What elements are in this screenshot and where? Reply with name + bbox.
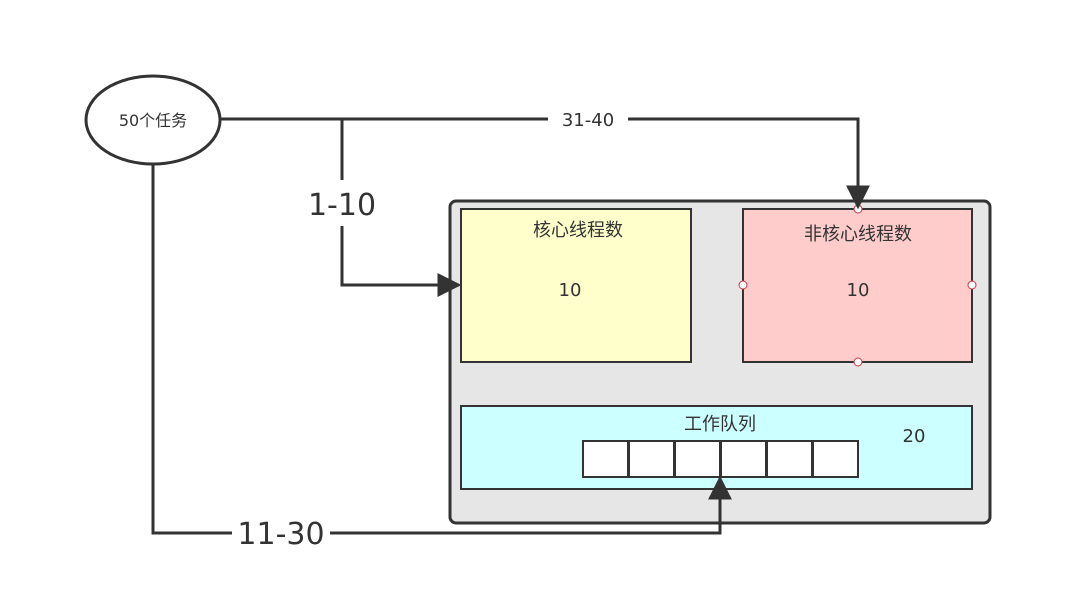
core-threads-title: 核心线程数 [533,220,623,241]
task-source-label: 50个任务 [119,111,187,130]
work-queue-title: 工作队列 [684,414,756,435]
queue-slot [766,440,813,478]
queue-slot [812,440,859,478]
noncore-threads-count: 10 [847,280,870,301]
core-threads-count: 10 [559,280,582,301]
queue-slots [582,440,859,478]
edge-to-noncore[interactable]: 31-40 [220,106,870,210]
noncore-threads-box[interactable]: 非核心线程数 10 [738,204,977,367]
core-threads-box[interactable]: 核心线程数 10 [460,208,692,363]
connection-point[interactable] [967,280,977,290]
edge-to-queue[interactable]: 11-30 [151,164,732,555]
edge-to-core[interactable]: 1-10 [302,119,462,297]
connection-point[interactable] [738,280,748,290]
edge-label-noncore: 31-40 [562,110,614,131]
work-queue-box[interactable]: 工作队列 20 [460,405,973,490]
work-queue-capacity: 20 [903,426,926,447]
edge-label-core: 1-10 [308,188,376,223]
queue-slot [674,440,721,478]
noncore-threads-title: 非核心线程数 [804,224,912,245]
connection-point[interactable] [853,357,863,367]
queue-slot [720,440,767,478]
queue-slot [628,440,675,478]
queue-slot [582,440,629,478]
edge-label-queue: 11-30 [237,517,324,552]
task-source-node[interactable]: 50个任务 [84,74,222,166]
